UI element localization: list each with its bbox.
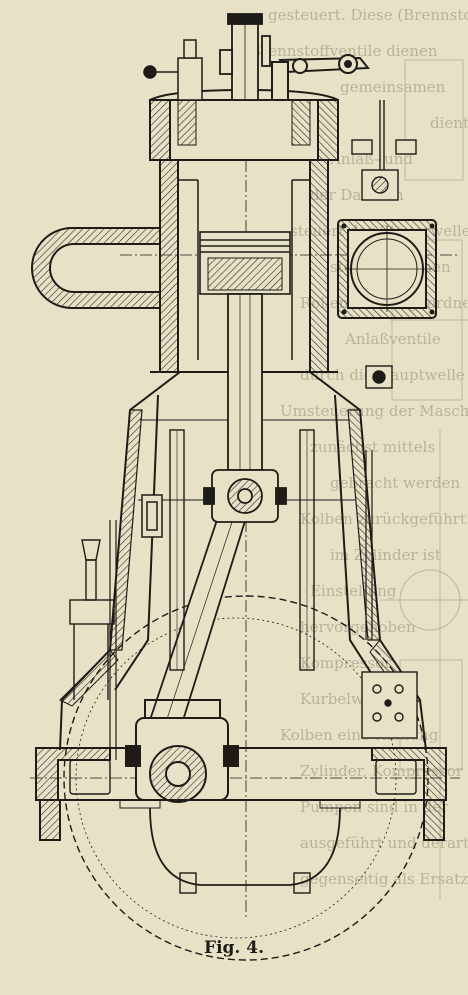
oil-sump: [149, 807, 341, 886]
crosshead-guides: [169, 429, 315, 671]
background-text-line: Brennstoffventile dienen: [250, 42, 438, 60]
fuel-pump-right: [351, 100, 417, 201]
side-door-left: [69, 759, 417, 795]
bedplate: [35, 747, 447, 841]
cylinder-head: [149, 88, 339, 161]
scavenging-pipe: [31, 227, 161, 309]
tie-rods: [109, 450, 373, 760]
fuel-valve: [219, 13, 271, 101]
background-text-line: gesteuert. Diese (Brennstoff-: [268, 6, 468, 24]
crank-bearing: [125, 699, 239, 803]
lower-valve-right: [365, 365, 393, 389]
casing-bolts: [341, 223, 435, 315]
background-text-line: Pumpen sind in der: [300, 798, 449, 816]
piston: [199, 231, 291, 295]
drain-plug: [179, 872, 197, 894]
bearing-bracket-right: [361, 671, 418, 739]
background-text-line: im Zylinder ist: [330, 546, 441, 564]
frame-slope-left: [59, 649, 119, 707]
background-text-line: hervorgehoben: [300, 618, 416, 636]
cylinder-liner: [178, 179, 310, 360]
background-text-line: Zylinder, Kompressor: [300, 762, 463, 780]
background-text-line: Anlaß- und: [330, 150, 414, 168]
starting-valve-left: [143, 39, 203, 101]
crosshead: [203, 469, 287, 523]
crankcase-door-left: [141, 494, 163, 538]
cylinder-block: [150, 142, 338, 373]
background-text-line: zunächst mittels: [310, 438, 436, 456]
frame-wall-left: [109, 409, 143, 651]
air-valve-casing: [337, 219, 437, 319]
background-text-line: dient: [430, 114, 468, 132]
lubricator-pump: [69, 539, 115, 700]
figure-caption: Fig. 4.: [204, 938, 264, 958]
background-text-line: Umsteuerung der Maschine: [280, 402, 468, 420]
background-text-line: Anlaßventile: [345, 330, 441, 348]
drain-plug-2: [293, 872, 311, 894]
rocker-lever: [271, 54, 371, 101]
background-text-line: gemeinsamen: [340, 78, 446, 96]
background-text-line: gegenseitig als Ersatz: [300, 870, 468, 888]
